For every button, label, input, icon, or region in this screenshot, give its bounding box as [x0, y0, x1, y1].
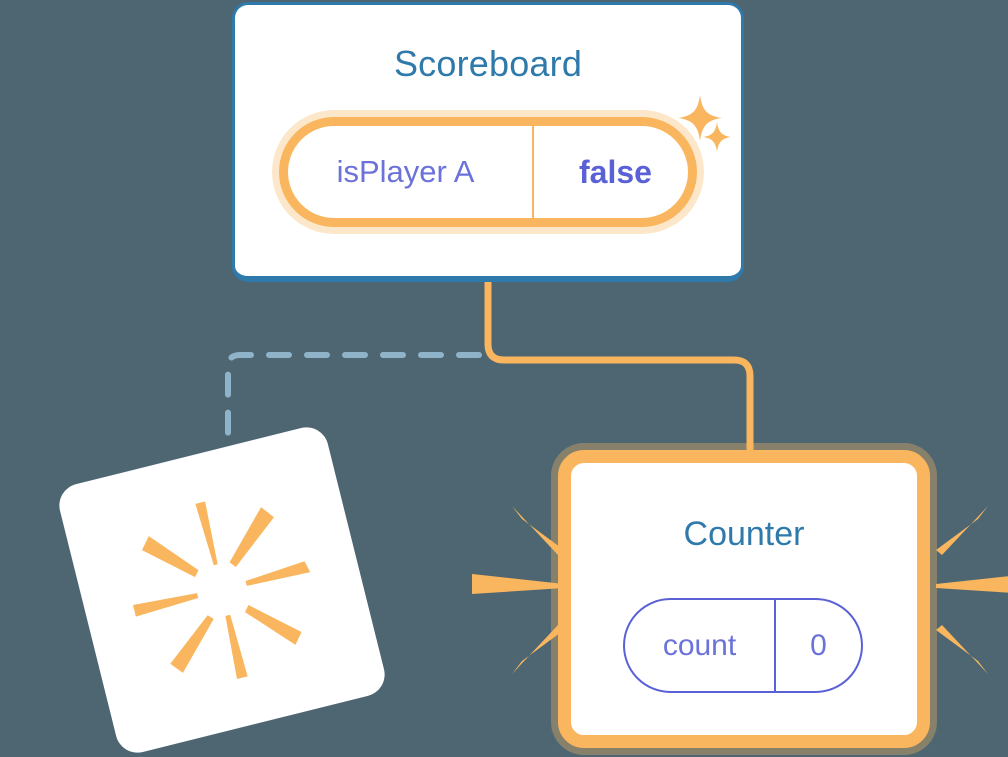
- counter-card[interactable]: Counter count 0: [558, 450, 930, 748]
- counter-state-key: count: [625, 600, 777, 691]
- scoreboard-state-pill-content: isPlayer A false: [279, 117, 697, 227]
- connector-scoreboard-to-counter: [484, 279, 754, 466]
- flash-card[interactable]: [54, 422, 390, 757]
- scoreboard-title: Scoreboard: [393, 43, 583, 84]
- scoreboard-state-pill-border: [279, 117, 697, 227]
- counter-state-pill[interactable]: count 0: [623, 598, 863, 693]
- scoreboard-state-value: false: [579, 153, 652, 190]
- counter-state-value: 0: [810, 628, 827, 662]
- counter-burst-right-icon: [936, 506, 1008, 674]
- scoreboard-state-key: isPlayer A: [279, 117, 534, 227]
- counter-burst-left-icon: [472, 506, 564, 674]
- scoreboard-state-pill[interactable]: isPlayer A false: [279, 117, 697, 227]
- scoreboard-card[interactable]: Scoreboard isPlayer A false: [232, 2, 744, 282]
- counter-title: Counter: [683, 515, 805, 553]
